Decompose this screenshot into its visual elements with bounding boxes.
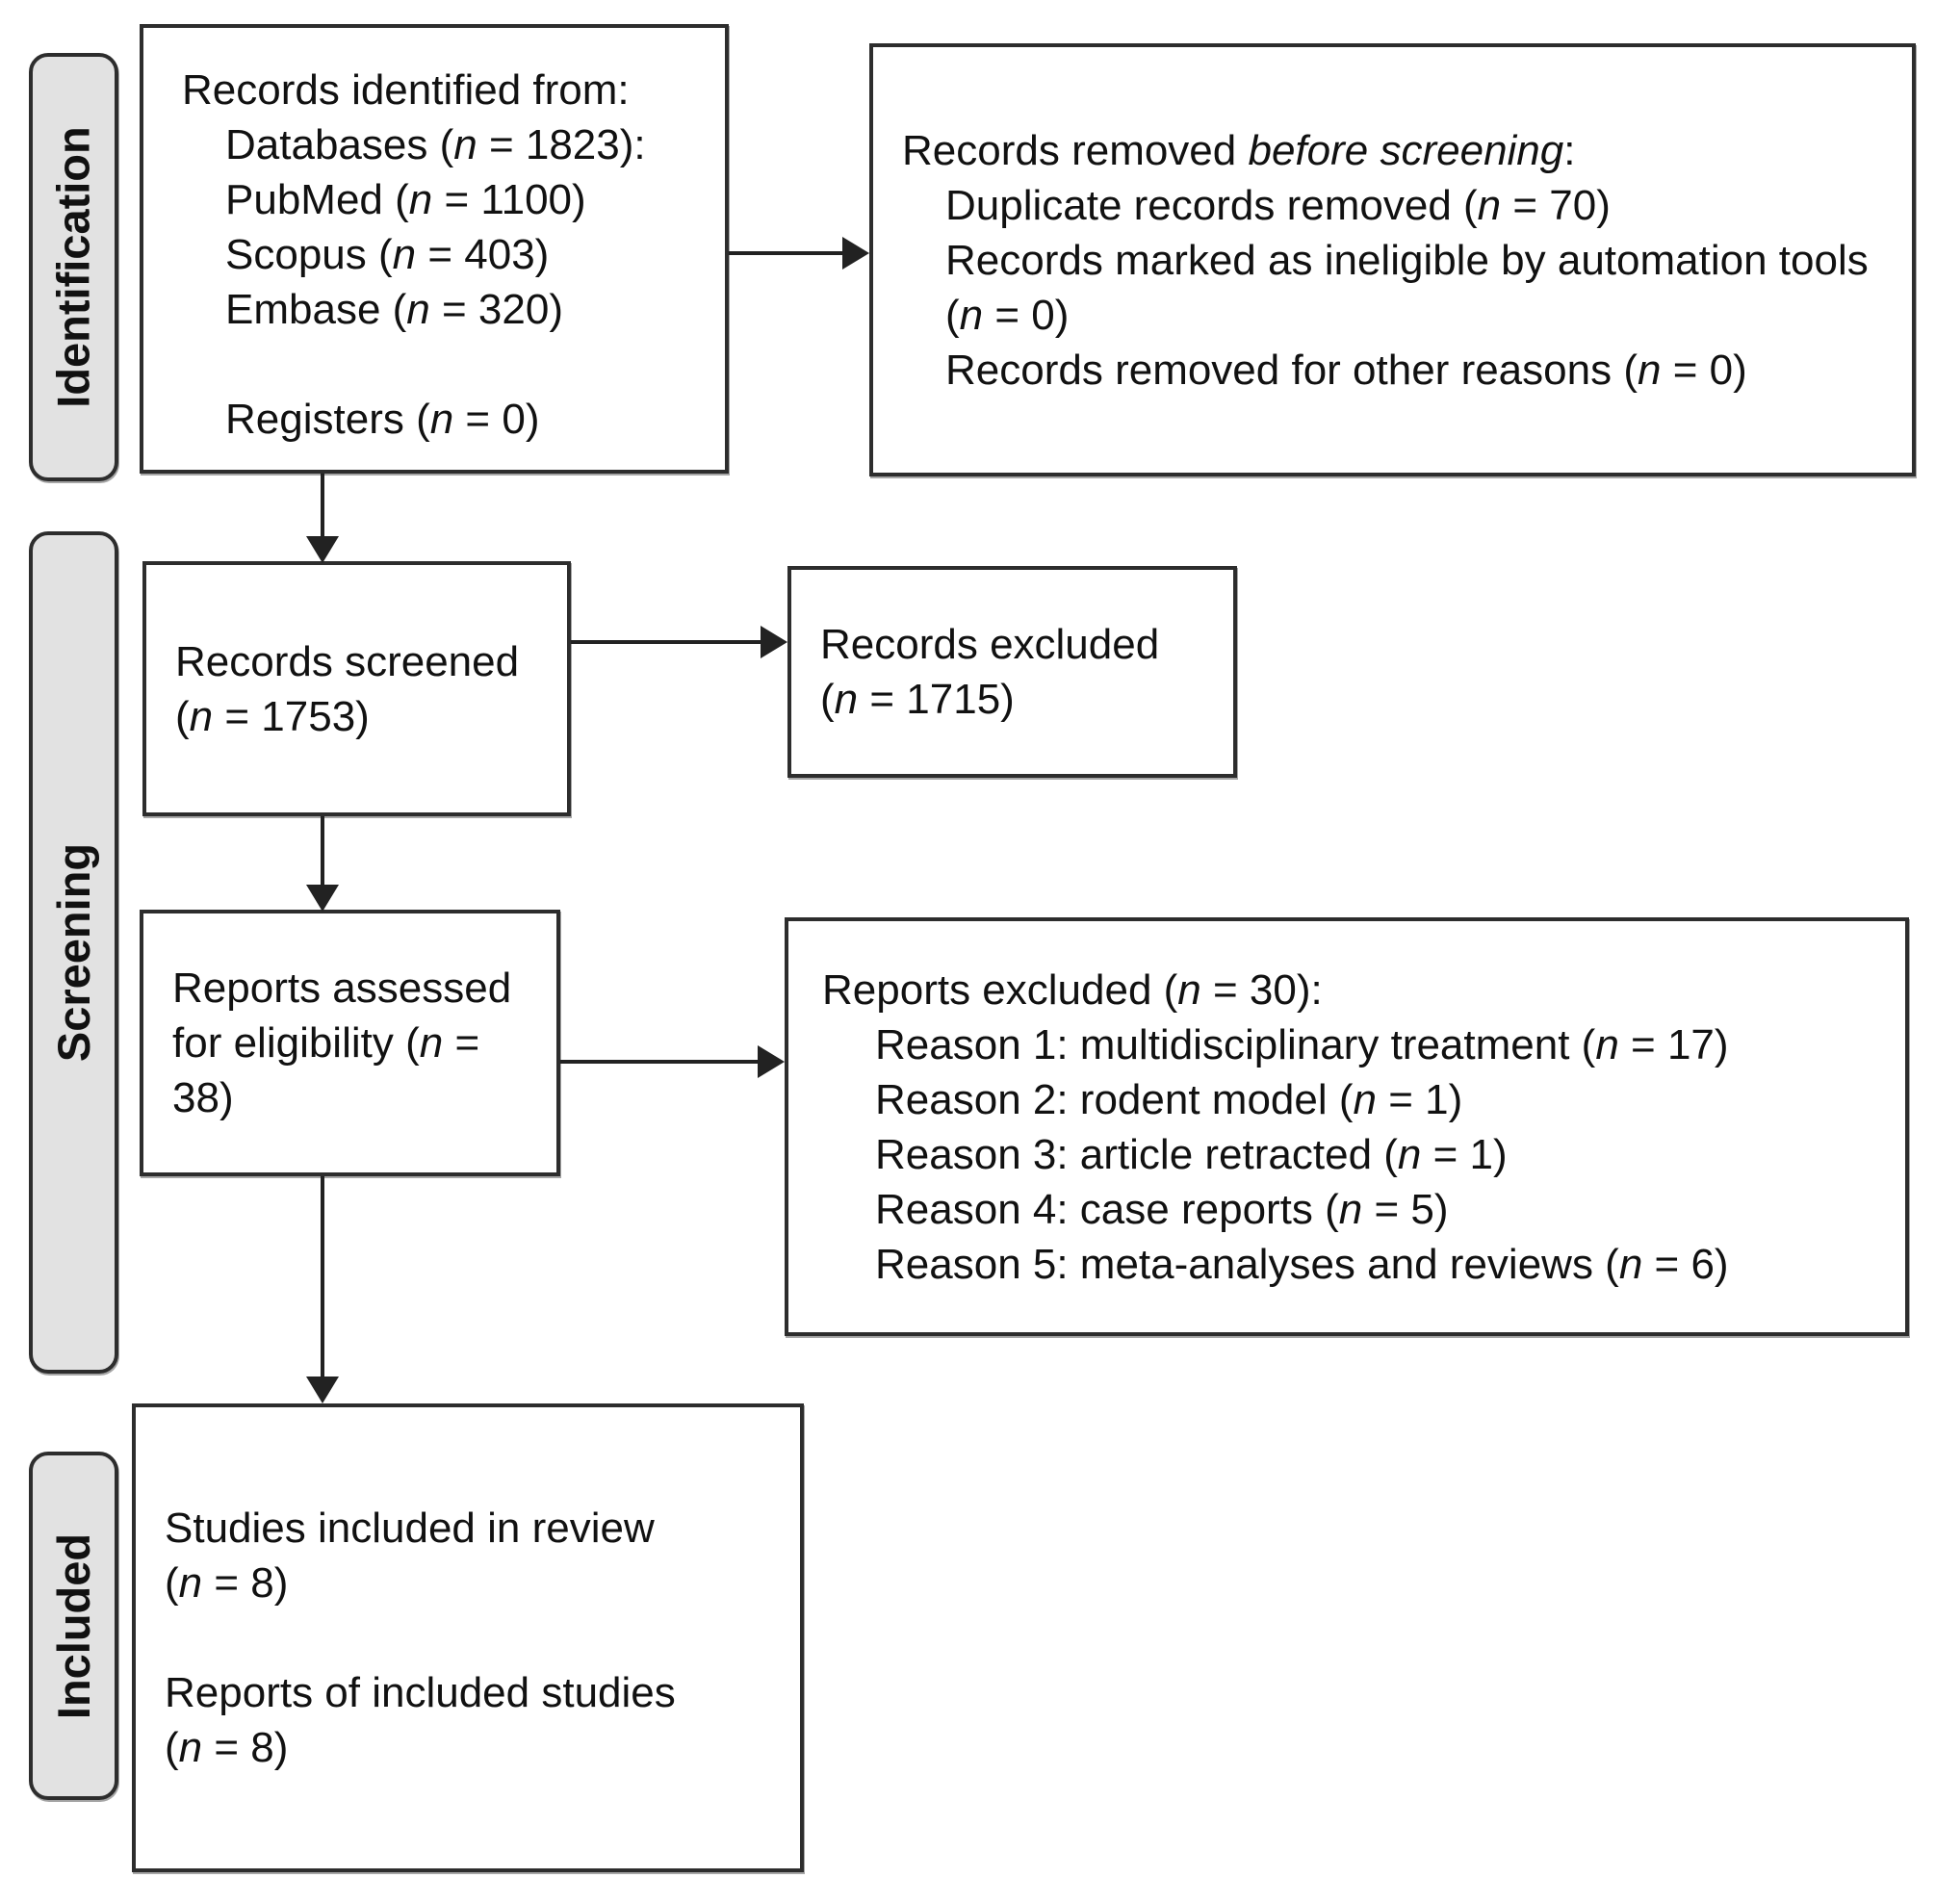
text-line: Scopus (n = 403) — [225, 231, 550, 278]
text-line: Studies included in review — [165, 1505, 655, 1552]
text-line: Reports excluded (n = 30): — [822, 965, 1323, 1014]
box-records-excluded: Records excluded (n = 1715) — [787, 566, 1237, 778]
text-line: PubMed (n = 1100) — [225, 176, 586, 223]
text-line: Reason 3: article retracted (n = 1) — [875, 1130, 1508, 1178]
blank-line — [143, 337, 725, 392]
text-line: Reports of included studies — [165, 1669, 676, 1716]
text-line: Reason 1: multidisciplinary treatment (n… — [875, 1020, 1729, 1068]
arrowhead-down-icon — [306, 885, 339, 912]
text-line: Records identified from: — [182, 66, 630, 114]
text-line: Reason 2: rodent model (n = 1) — [875, 1075, 1463, 1123]
box-reports-excluded: Reports excluded (n = 30): Reason 1: mul… — [785, 917, 1909, 1336]
text-line: Reason 5: meta-analyses and reviews (n =… — [875, 1240, 1729, 1288]
stage-label-screening: Screening — [29, 531, 118, 1374]
text-line: Records removed for other reasons (n = 0… — [945, 346, 1747, 394]
arrowhead-right-icon — [761, 626, 787, 658]
stage-label-included: Included — [29, 1452, 118, 1800]
text-line: (n = 1753) — [175, 692, 370, 740]
text-line: (n = 8) — [165, 1724, 289, 1771]
text-line: Registers (n = 0) — [225, 396, 540, 443]
box-records-removed-before-screening: Records removed before screening: Duplic… — [869, 43, 1916, 476]
box-records-screened: Records screened (n = 1753) — [142, 561, 571, 816]
arrowhead-right-icon — [758, 1045, 785, 1078]
text-line: (n = 8) — [165, 1559, 289, 1607]
arrowhead-down-icon — [306, 536, 339, 563]
stage-label-identification: Identification — [29, 53, 118, 481]
text-line: (n = 1715) — [820, 676, 1015, 723]
text-line: Embase (n = 320) — [225, 286, 563, 333]
connector-assessed-to-reports-excluded — [560, 1060, 760, 1064]
connector-assessed-to-included — [321, 1176, 324, 1378]
box-studies-included: Studies included in review (n = 8) Repor… — [132, 1403, 804, 1872]
text-line: Records excluded — [820, 621, 1160, 668]
text-line: Records removed before screening: — [902, 126, 1576, 174]
stage-label-identification-text: Identification — [48, 126, 100, 408]
arrowhead-down-icon — [306, 1377, 339, 1403]
stage-label-included-text: Included — [48, 1532, 100, 1719]
text-line: for eligibility (n = 38) — [172, 1019, 480, 1121]
connector-screened-to-assessed — [321, 816, 324, 887]
text-line: Reports assessed — [172, 965, 512, 1012]
box-records-identified: Records identified from: Databases (n = … — [140, 24, 729, 474]
connector-identified-to-screened — [321, 474, 324, 538]
blank-line — [136, 1610, 800, 1665]
text-line: Records screened — [175, 637, 520, 685]
arrowhead-right-icon — [842, 237, 869, 270]
box-reports-assessed: Reports assessed for eligibility (n = 38… — [140, 910, 560, 1176]
text-line: Duplicate records removed (n = 70) — [945, 181, 1611, 229]
text-line: Records marked as ineligible by automati… — [945, 236, 1869, 339]
connector-screened-to-excluded — [571, 640, 762, 644]
text-line: Reason 4: case reports (n = 5) — [875, 1185, 1449, 1233]
stage-label-screening-text: Screening — [48, 842, 99, 1063]
connector-identified-to-removed — [729, 251, 846, 255]
text-line: Databases (n = 1823): — [225, 121, 646, 168]
